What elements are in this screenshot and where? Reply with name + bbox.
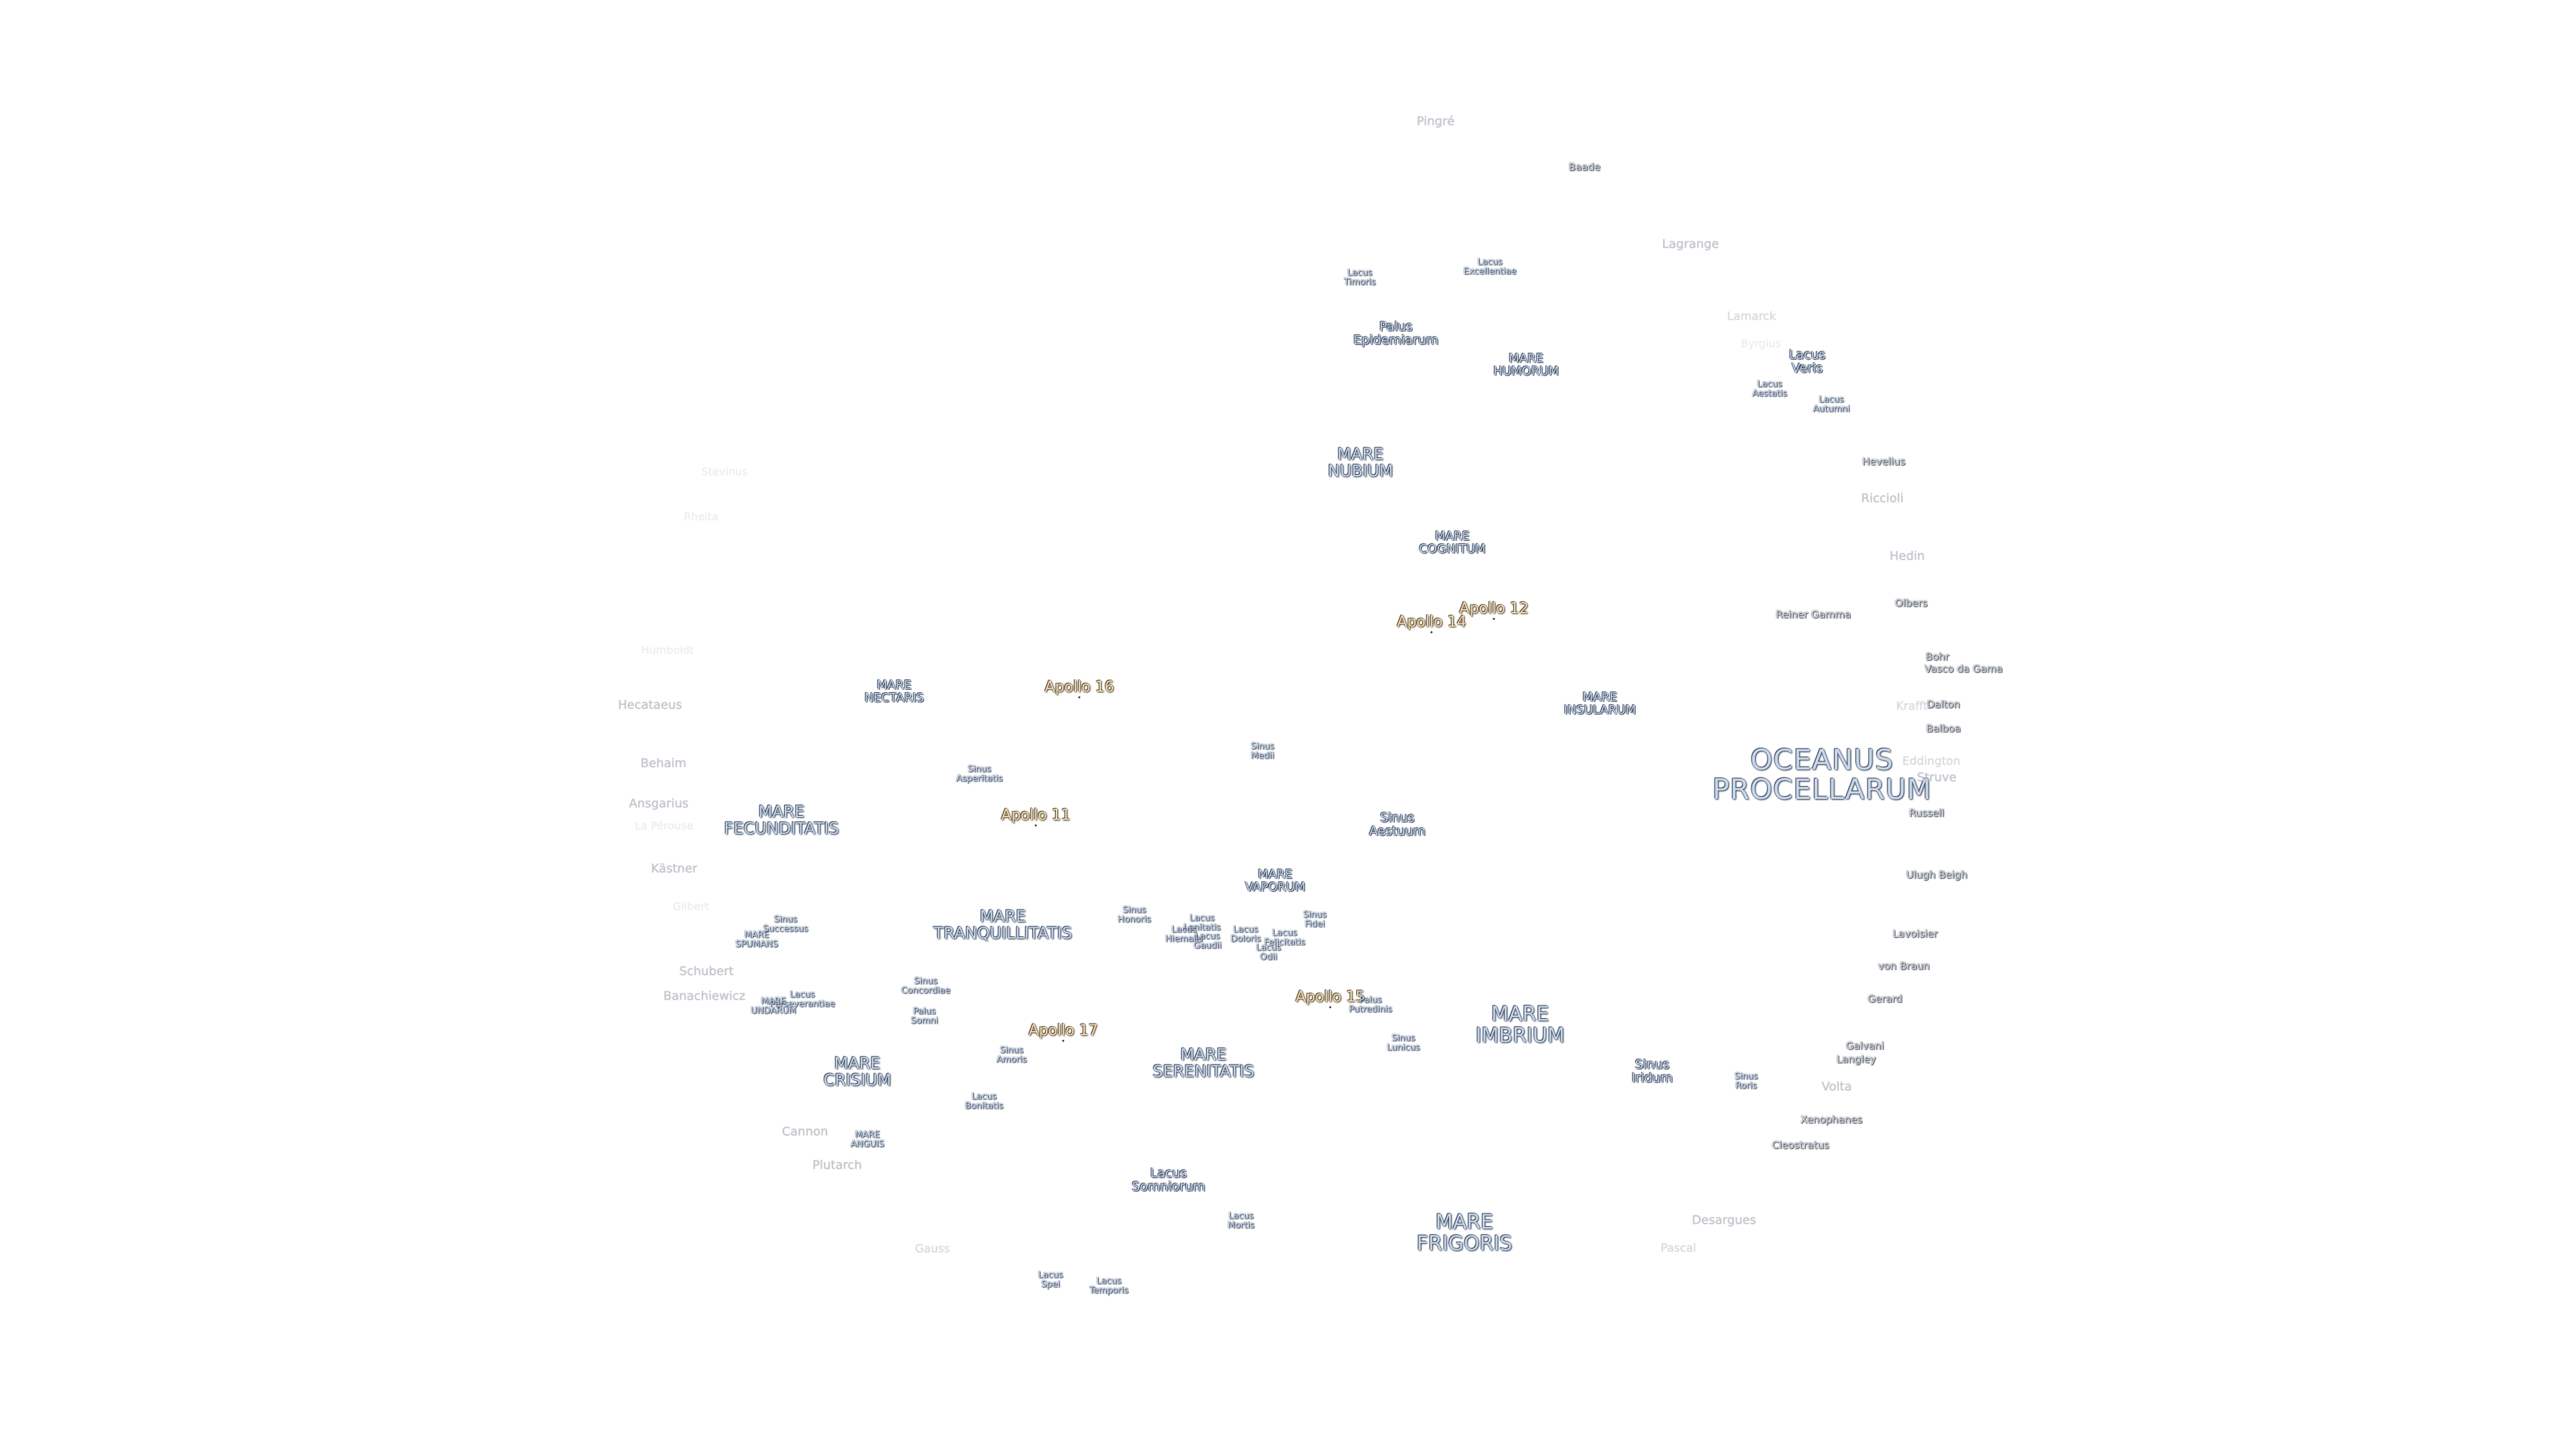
map-label-sinus-medii[interactable]: Sinus Medii <box>1250 741 1275 761</box>
map-label-baade[interactable]: Baade <box>1568 161 1601 174</box>
map-label-cannon[interactable]: Cannon <box>782 1124 828 1139</box>
map-label-humboldt[interactable]: Humboldt <box>641 643 694 657</box>
map-label-apollo-14[interactable]: Apollo 14 <box>1397 614 1466 633</box>
map-label-apollo-17[interactable]: Apollo 17 <box>1028 1023 1097 1042</box>
map-label-lacus-doloris[interactable]: Lacus Doloris <box>1230 924 1261 944</box>
map-label-plutarch[interactable]: Plutarch <box>812 1158 862 1173</box>
map-label-lacus-mortis[interactable]: Lacus Mortis <box>1228 1211 1254 1230</box>
map-label-mare-insularum[interactable]: MARE INSULARUM <box>1564 690 1636 717</box>
map-label-mare-nectaris[interactable]: MARE NECTARIS <box>864 678 924 705</box>
map-label-cleostratus[interactable]: Cleostratus <box>1772 1139 1829 1152</box>
map-label-mare-anguis[interactable]: MARE ANGUIS <box>850 1130 885 1149</box>
map-label-olbers[interactable]: Olbers <box>1894 597 1928 610</box>
map-label-mare-spumans[interactable]: MARE SPUMANS <box>735 930 778 949</box>
map-label-schubert[interactable]: Schubert <box>679 964 734 979</box>
map-label-volta[interactable]: Volta <box>1821 1079 1852 1094</box>
map-label-balboa[interactable]: Balboa <box>1926 722 1961 735</box>
map-label-palus-putredinis[interactable]: Palus Putredinis <box>1348 995 1393 1014</box>
map-label-rheita[interactable]: Rheita <box>684 510 718 523</box>
map-label-sinus-successus[interactable]: Sinus Successus <box>763 914 808 934</box>
map-label-banachiewicz[interactable]: Banachiewicz <box>663 989 746 1004</box>
map-label-xenophanes[interactable]: Xenophanes <box>1800 1114 1863 1126</box>
map-label-sinus-amoris[interactable]: Sinus Amoris <box>996 1045 1027 1065</box>
map-label-palus-epidemiarum[interactable]: Palus Epidemiarum <box>1353 319 1439 347</box>
map-label-lacus-odii[interactable]: Lacus Odii <box>1256 943 1281 962</box>
map-label-sinus-iridum[interactable]: Sinus Iridum <box>1631 1057 1673 1085</box>
map-label-lagrange[interactable]: Lagrange <box>1662 237 1719 252</box>
map-label-sinus-asperitatis[interactable]: Sinus Asperitatis <box>956 764 1003 784</box>
map-label-krafft[interactable]: Krafft <box>1896 700 1928 714</box>
map-label-bohr[interactable]: Bohr <box>1925 651 1949 663</box>
map-label-sinus-honoris[interactable]: Sinus Honoris <box>1118 905 1151 924</box>
map-label-pascal[interactable]: Pascal <box>1660 1242 1697 1256</box>
map-label-lacus-spei[interactable]: Lacus Spei <box>1038 1270 1063 1289</box>
map-label-eddington[interactable]: Eddington <box>1902 755 1961 769</box>
map-label-kastner[interactable]: Kästner <box>651 861 698 876</box>
map-label-hevelius[interactable]: Hevelius <box>1862 455 1906 468</box>
map-label-palus-somni[interactable]: Palus Somni <box>910 1006 938 1026</box>
map-label-mare-undarum[interactable]: MARE UNDARUM <box>751 996 796 1016</box>
map-label-riccioli[interactable]: Riccioli <box>1861 491 1904 506</box>
map-label-pingre[interactable]: Pingré <box>1416 114 1455 129</box>
map-label-reiner-gamma[interactable]: Reiner Gamma <box>1775 608 1851 621</box>
map-label-apollo-15[interactable]: Apollo 15 <box>1295 989 1364 1008</box>
map-label-galvani[interactable]: Galvani <box>1845 1040 1884 1053</box>
map-label-hedin[interactable]: Hedin <box>1889 549 1925 564</box>
map-label-lacus-temporis[interactable]: Lacus Temporis <box>1089 1276 1129 1295</box>
map-label-desargues[interactable]: Desargues <box>1692 1213 1756 1228</box>
map-label-lacus-lenitatis[interactable]: Lacus Lenitatis <box>1183 913 1221 932</box>
map-label-mare-fecunditatis[interactable]: MARE FECUNDITATIS <box>724 802 839 838</box>
map-label-apollo-16[interactable]: Apollo 16 <box>1044 680 1114 698</box>
map-label-byrgius[interactable]: Byrgius <box>1741 337 1781 350</box>
map-label-sinus-fidei[interactable]: Sinus Fidei <box>1303 910 1327 929</box>
map-label-lacus-gaudii[interactable]: Lacus Gaudii <box>1193 931 1222 951</box>
map-label-lamarck[interactable]: Lamarck <box>1727 310 1776 324</box>
map-label-lacus-hiemalis[interactable]: Lacus Hiemalis <box>1165 924 1203 944</box>
map-label-vasco-da-gama[interactable]: Vasco da Gama <box>1924 663 2003 676</box>
map-label-gauss[interactable]: Gauss <box>914 1242 951 1256</box>
map-label-ansgarius[interactable]: Ansgarius <box>629 796 689 811</box>
map-label-apollo-11[interactable]: Apollo 11 <box>1001 808 1070 826</box>
map-label-behaim[interactable]: Behaim <box>640 756 687 771</box>
map-label-lacus-autumni[interactable]: Lacus Autumni <box>1813 394 1850 414</box>
map-label-lavoisier[interactable]: Lavoisier <box>1892 928 1938 941</box>
map-label-dalton[interactable]: Dalton <box>1927 698 1960 711</box>
map-label-mare-frigoris[interactable]: MARE FRIGORIS <box>1416 1210 1513 1255</box>
map-label-la-perouse[interactable]: La Pérouse <box>635 819 694 833</box>
map-label-russell[interactable]: Russell <box>1909 807 1945 820</box>
map-label-lacus-somniorum[interactable]: Lacus Somniorum <box>1132 1166 1205 1194</box>
map-label-apollo-12[interactable]: Apollo 12 <box>1459 601 1528 620</box>
map-label-lacus-aestatis[interactable]: Lacus Aestatis <box>1752 379 1787 398</box>
map-label-mare-serenitatis[interactable]: MARE SERENITATIS <box>1152 1044 1254 1081</box>
map-label-gerard[interactable]: Gerard <box>1868 993 1902 1006</box>
map-label-sinus-aestuum[interactable]: Sinus Aestuum <box>1368 810 1426 839</box>
map-label-lacus-bonitatis[interactable]: Lacus Bonitatis <box>965 1091 1004 1111</box>
map-label-lacus-excellentiae[interactable]: Lacus Excellentiae <box>1463 257 1517 276</box>
map-label-lacus-veris[interactable]: Lacus Veris <box>1788 347 1826 376</box>
map-label-mare-imbrium[interactable]: MARE IMBRIUM <box>1475 1002 1565 1047</box>
map-label-oceanus-procellarum[interactable]: OCEANUS PROCELLARUM <box>1712 743 1932 806</box>
map-label-von-braun[interactable]: von Braun <box>1878 960 1930 973</box>
map-label-lacus-perseverantiae[interactable]: Lacus Perseverantiae <box>769 989 835 1009</box>
map-label-langley[interactable]: Langley <box>1836 1053 1876 1066</box>
map-label-stevinus[interactable]: Stevinus <box>701 465 748 478</box>
map-label-gilbert[interactable]: Gilbert <box>672 900 710 913</box>
map-label-mare-vaporum[interactable]: MARE VAPORUM <box>1245 867 1305 894</box>
map-label-struve[interactable]: Struve <box>1917 770 1957 785</box>
map-label-mare-tranquillitatis[interactable]: MARE TRANQUILLITATIS <box>933 906 1073 943</box>
map-label-mare-nubium[interactable]: MARE NUBIUM <box>1328 444 1393 480</box>
map-label-mare-humorum[interactable]: MARE HUMORUM <box>1493 352 1559 378</box>
map-label-lacus-timoris[interactable]: Lacus Timoris <box>1344 268 1376 287</box>
map-label-sinus-lunicus[interactable]: Sinus Lunicus <box>1387 1033 1420 1053</box>
map-label-sinus-roris[interactable]: Sinus Roris <box>1734 1071 1758 1091</box>
map-label-sinus-concordiae[interactable]: Sinus Concordiae <box>901 976 951 996</box>
map-label-mare-cognitum[interactable]: MARE COGNITUM <box>1419 529 1486 556</box>
map-label-lacus-felicitatis[interactable]: Lacus Felicitatis <box>1264 928 1305 947</box>
map-label-ulugh-beigh[interactable]: Ulugh Beigh <box>1906 869 1968 881</box>
map-label-hecataeus[interactable]: Hecataeus <box>618 698 682 712</box>
map-label-mare-crisium[interactable]: MARE CRISIUM <box>823 1053 892 1089</box>
